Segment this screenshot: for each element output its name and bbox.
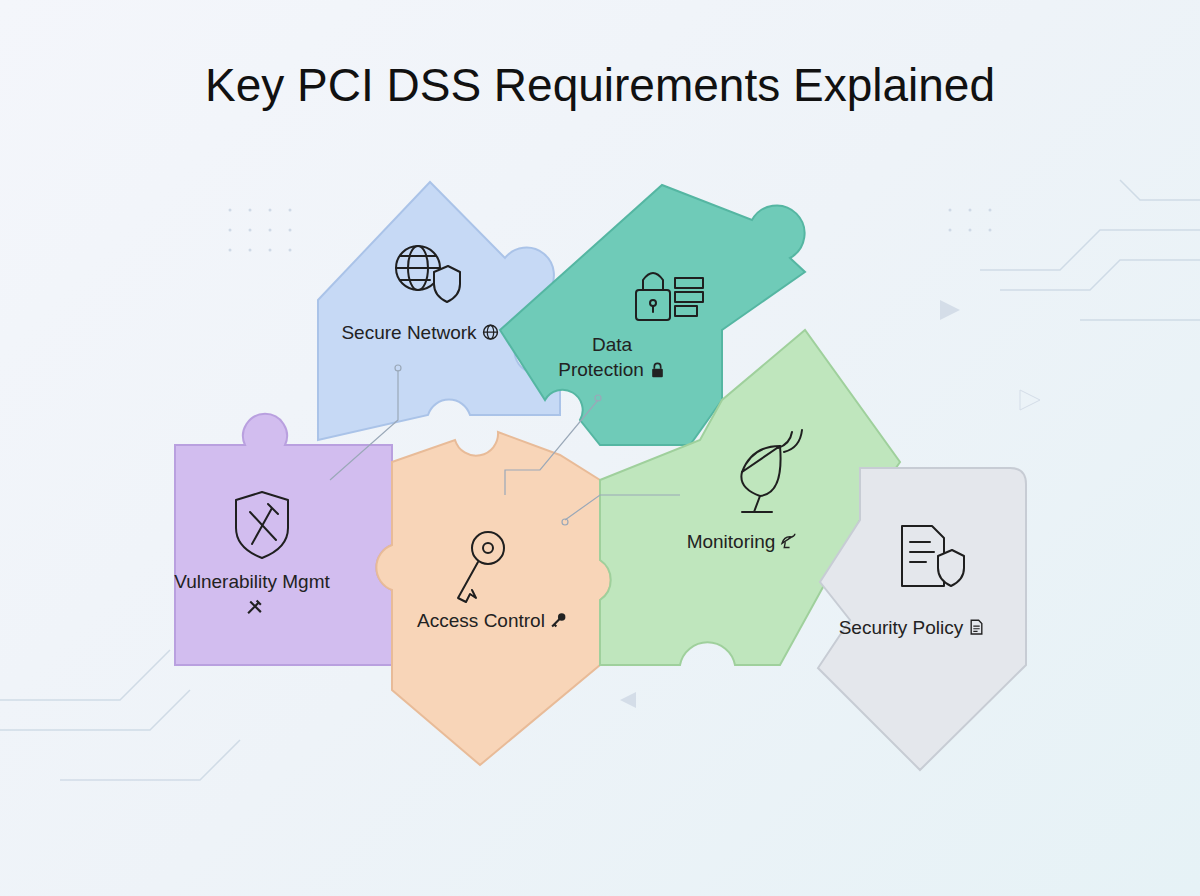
tools-glyph <box>246 598 263 615</box>
key-icon <box>458 532 504 602</box>
doc-glyph <box>968 619 985 636</box>
piece-label: Secure Network <box>341 322 476 343</box>
piece-label: Monitoring <box>687 531 776 552</box>
globe-glyph <box>482 324 499 341</box>
puzzle-label: Secure Network <box>320 321 520 346</box>
piece-label: Data Protection <box>558 334 644 380</box>
document-shield-icon <box>902 526 964 586</box>
dish-glyph <box>780 533 797 550</box>
vulnerability-piece <box>175 414 392 665</box>
key-glyph <box>550 612 567 629</box>
connector-traces <box>330 365 680 525</box>
satellite-dish-icon <box>741 430 802 512</box>
puzzle-label: Security Policy <box>817 616 1007 641</box>
puzzle-label: Access Control <box>397 609 587 634</box>
shield-tools-icon <box>236 492 288 558</box>
globe-shield-icon <box>396 246 460 302</box>
puzzle-label: Monitoring <box>662 530 822 555</box>
diagram-title: Key PCI DSS Requirements Explained <box>0 58 1200 112</box>
decor-triangles <box>620 300 1040 708</box>
access-control-piece <box>376 432 610 765</box>
circuit-lines <box>0 180 1200 780</box>
piece-label: Security Policy <box>839 617 964 638</box>
puzzle-pieces <box>175 182 1026 770</box>
security-policy-piece <box>818 468 1026 770</box>
puzzle-label: Vulnerability Mgmt <box>172 570 332 619</box>
lock-server-icon <box>636 273 703 320</box>
lock-glyph <box>649 361 666 378</box>
puzzle-label: Data Protection <box>552 333 672 382</box>
piece-label: Access Control <box>417 610 545 631</box>
piece-label: Vulnerability Mgmt <box>174 571 330 592</box>
